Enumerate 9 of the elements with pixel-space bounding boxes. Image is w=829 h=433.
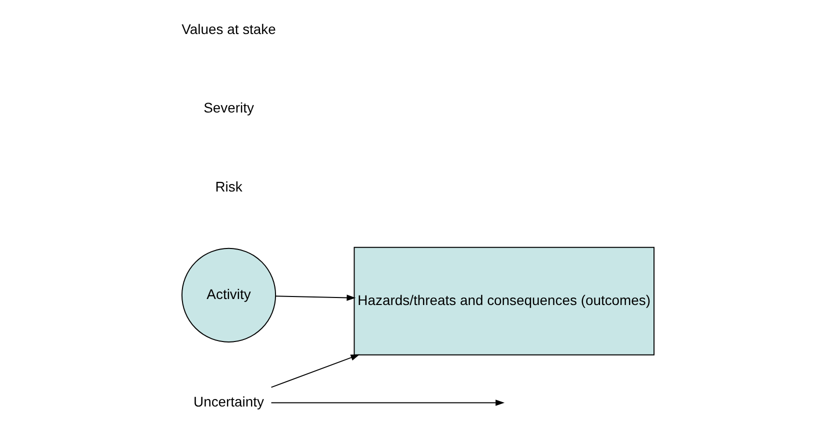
label: Values at stake — [182, 20, 276, 37]
node-text: Uncertainty — [194, 393, 264, 410]
arrow — [275, 294, 356, 301]
label: Risk — [215, 178, 242, 194]
arrow — [270, 400, 505, 406]
node-circle: Activity — [181, 248, 276, 342]
label: Severity — [204, 100, 254, 116]
node-box: Hazards/threats and consequences (outcomes) — [354, 246, 655, 356]
arrow — [270, 354, 360, 388]
